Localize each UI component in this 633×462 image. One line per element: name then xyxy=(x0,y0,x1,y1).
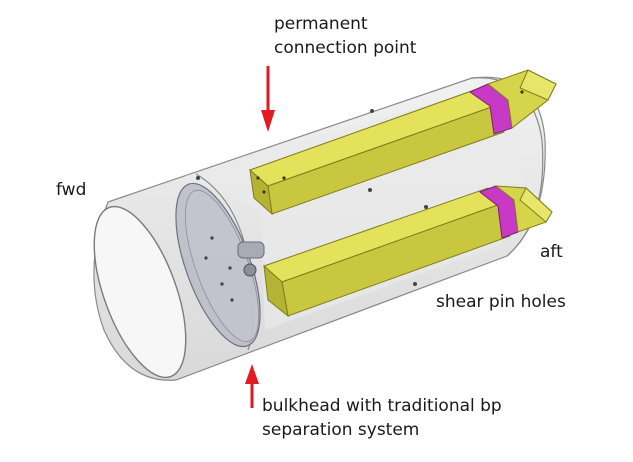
bulkhead-hole xyxy=(228,266,232,270)
fwd-opening xyxy=(93,205,187,379)
fwd-label: fwd xyxy=(56,180,87,200)
shear-pin-holes xyxy=(196,109,428,286)
bulkhead-hole xyxy=(220,282,224,286)
shear-pin-label: shear pin holes xyxy=(436,292,566,312)
bulkhead-label-line2: separation system xyxy=(262,420,420,440)
lower-beam xyxy=(263,185,553,318)
bulkhead-label-line1: bulkhead with traditional bp xyxy=(262,396,502,416)
upper-beam xyxy=(249,69,557,216)
arrow-bulkhead xyxy=(245,364,259,408)
bulkhead-hole xyxy=(230,298,234,302)
bulkhead-hole xyxy=(204,256,208,260)
bulkhead-hole xyxy=(210,236,214,240)
bulkhead xyxy=(175,182,265,348)
aft-label: aft xyxy=(540,242,563,262)
permanent-label-line1: permanent xyxy=(274,14,368,34)
permanent-label-line2: connection point xyxy=(274,38,417,58)
bulkhead-fitting xyxy=(237,241,265,259)
arrow-permanent xyxy=(261,66,275,132)
bulkhead-eyebolt xyxy=(243,263,257,277)
